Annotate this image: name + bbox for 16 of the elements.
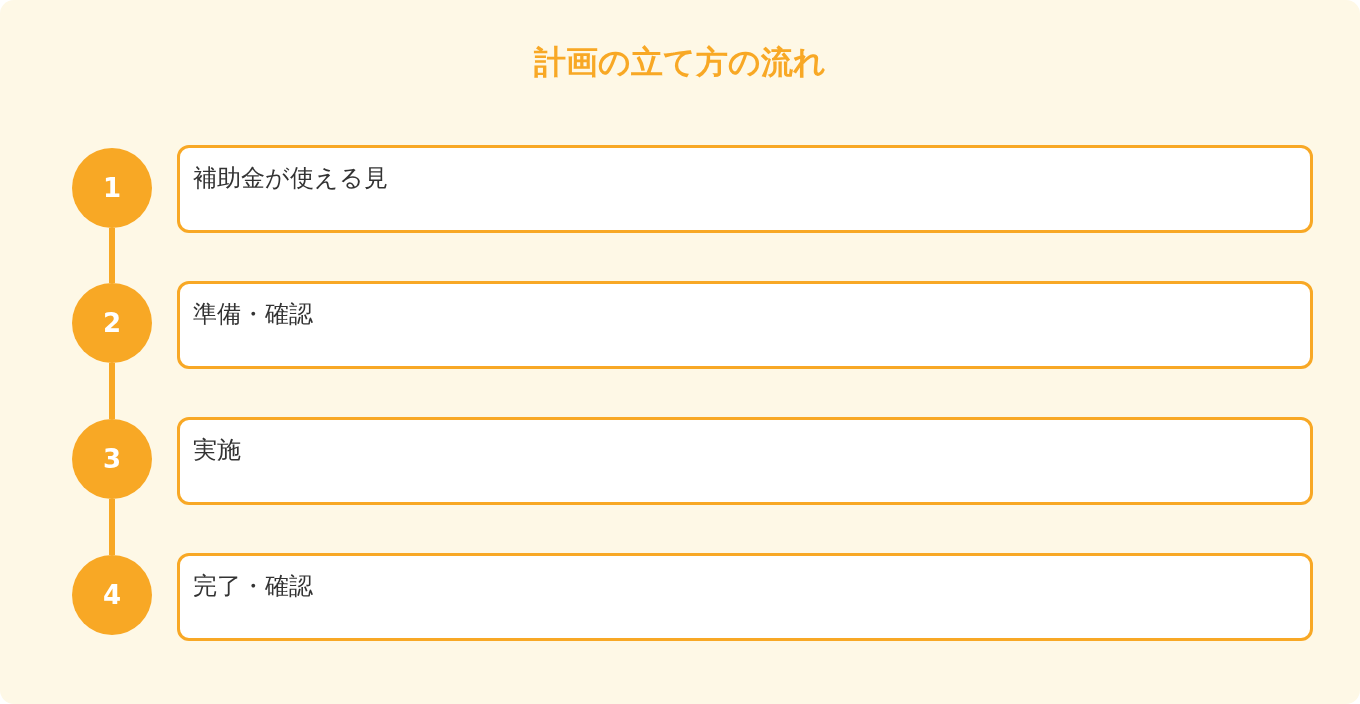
- step-number: 1: [102, 173, 122, 203]
- step-box: [177, 553, 1313, 641]
- connector-line: [109, 228, 115, 283]
- connector-line: [109, 499, 115, 555]
- step-text: 準備・確認: [193, 300, 313, 328]
- connector-line: [109, 363, 115, 419]
- title: 計画の立て方の流れ: [534, 43, 826, 81]
- step-number: 3: [102, 444, 122, 474]
- step-text: 実施: [193, 436, 241, 464]
- step-box: [177, 145, 1313, 233]
- step-box: [177, 281, 1313, 369]
- step-text: 補助金が使える見: [193, 164, 388, 192]
- step-text: 完了・確認: [193, 572, 313, 600]
- step-number: 4: [102, 580, 122, 610]
- step-number: 2: [102, 308, 122, 338]
- step-box: [177, 417, 1313, 505]
